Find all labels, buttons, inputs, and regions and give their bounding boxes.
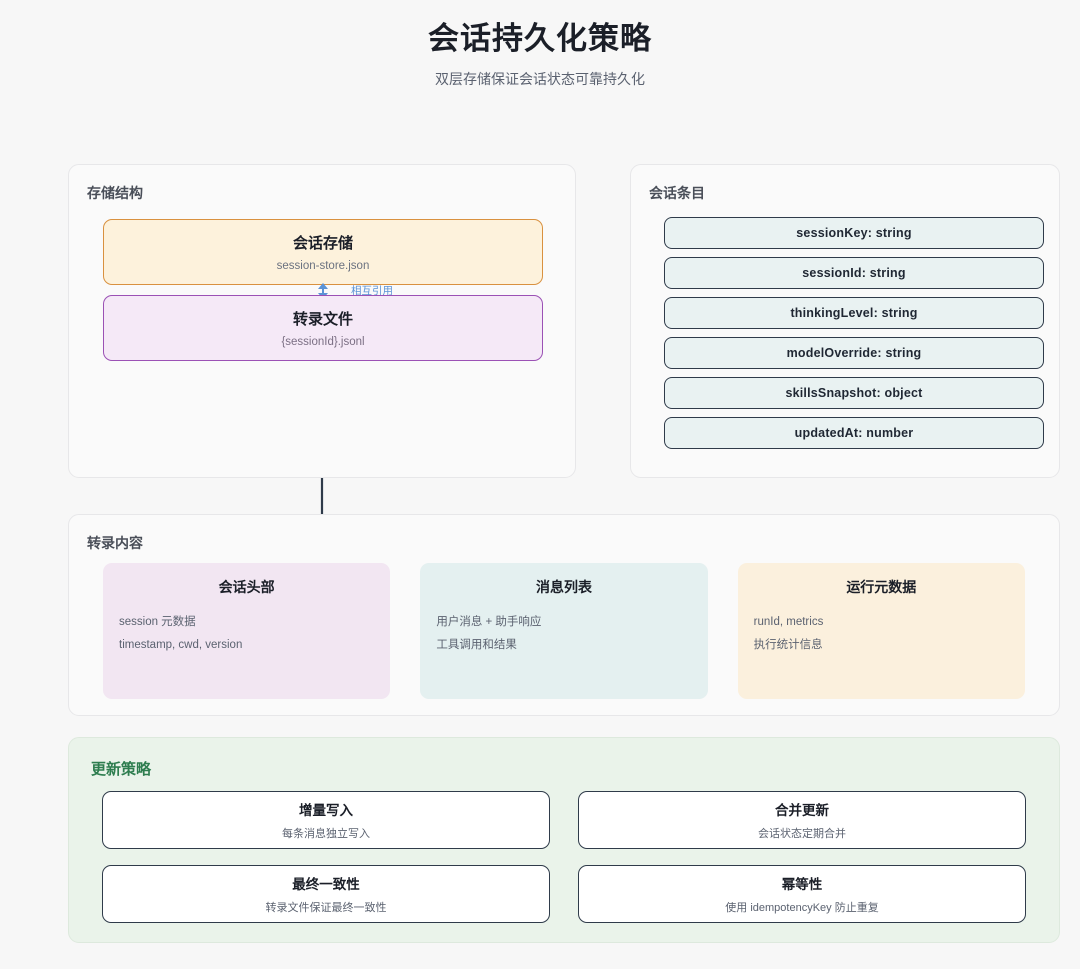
card-subtitle: 转录文件保证最终一致性 [265,902,387,914]
update-strategy-title: 更新策略 [91,761,152,778]
transcript-content-cards: 会话头部 session 元数据 timestamp, cwd, version… [103,563,1025,699]
field-item[interactable]: sessionId: string [664,257,1044,289]
card-merge-update[interactable]: 合并更新 会话状态定期合并 [578,791,1026,849]
card-title: 会话头部 [218,579,275,595]
card-title: 运行元数据 [846,579,917,595]
field-item[interactable]: skillsSnapshot: object [664,377,1044,409]
storage-structure-title: 存储结构 [87,185,143,201]
update-strategy-grid: 增量写入 每条消息独立写入 合并更新 会话状态定期合并 最终一致性 转录文件保证… [102,791,1026,923]
card-title: 增量写入 [299,803,353,818]
card-session-store[interactable]: 会话存储 session-store.json [103,219,543,285]
card-subtitle: 会话状态定期合并 [758,828,846,840]
page-title: 会话持久化策略 [428,21,652,56]
card-line: 执行统计信息 [753,639,823,651]
card-subtitle: session-store.json [276,260,370,272]
card-title: 最终一致性 [292,877,360,892]
field-item[interactable]: updatedAt: number [664,417,1044,449]
card-session-header[interactable]: 会话头部 session 元数据 timestamp, cwd, version [103,563,391,699]
card-incremental-write[interactable]: 增量写入 每条消息独立写入 [102,791,550,849]
field-item[interactable]: modelOverride: string [664,337,1044,369]
transcript-content-title: 转录内容 [87,535,143,551]
update-strategy-panel: 更新策略 增量写入 每条消息独立写入 合并更新 会话状态定期合并 最终一致性 转… [68,737,1060,943]
card-message-list[interactable]: 消息列表 用户消息 + 助手响应 工具调用和结果 [420,563,708,699]
session-entry-title: 会话条目 [649,185,705,201]
field-item[interactable]: sessionKey: string [664,217,1044,249]
transcript-content-panel: 转录内容 会话头部 session 元数据 timestamp, cwd, ve… [68,514,1060,716]
card-line: timestamp, cwd, version [119,639,243,651]
card-subtitle: 使用 idempotencyKey 防止重复 [725,902,879,914]
card-title: 会话存储 [292,235,353,252]
field-item[interactable]: thinkingLevel: string [664,297,1044,329]
storage-structure-panel: 存储结构 会话存储 session-store.json 相互引用 转录文件 {… [68,164,576,478]
card-title: 转录文件 [292,311,353,328]
card-line: runId, metrics [753,616,824,628]
card-subtitle: {sessionId}.jsonl [281,336,365,348]
card-line: session 元数据 [119,616,196,628]
session-entry-field-list: sessionKey: string sessionId: string thi… [664,217,1044,449]
card-line: 工具调用和结果 [436,639,517,651]
card-title: 消息列表 [535,579,592,595]
card-idempotency[interactable]: 幂等性 使用 idempotencyKey 防止重复 [578,865,1026,923]
card-transcript-file[interactable]: 转录文件 {sessionId}.jsonl [103,295,543,361]
session-entry-panel: 会话条目 sessionKey: string sessionId: strin… [630,164,1060,478]
mutual-reference-label: 相互引用 [351,285,393,297]
page-subtitle: 双层存储保证会话状态可靠持久化 [435,70,645,87]
card-title: 合并更新 [775,803,829,818]
card-eventual-consistency[interactable]: 最终一致性 转录文件保证最终一致性 [102,865,550,923]
card-run-metadata[interactable]: 运行元数据 runId, metrics 执行统计信息 [737,563,1025,699]
card-title: 幂等性 [781,877,823,892]
card-line: 用户消息 + 助手响应 [436,616,542,628]
page-header: 会话持久化策略 双层存储保证会话状态可靠持久化 [0,0,1080,89]
card-subtitle: 每条消息独立写入 [282,828,370,840]
